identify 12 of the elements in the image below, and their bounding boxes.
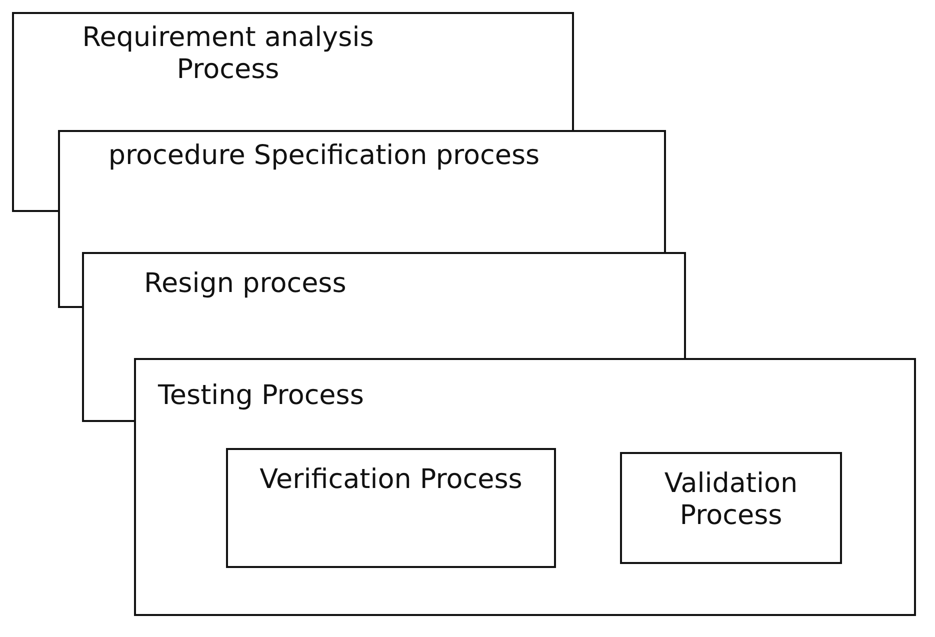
process-box xyxy=(12,12,574,130)
box-label: Testing Process xyxy=(158,380,365,412)
box-label: Resign process xyxy=(144,268,348,300)
process-box xyxy=(226,448,556,568)
process-box xyxy=(620,452,842,564)
process-box xyxy=(58,130,666,252)
box-label: Validation Process xyxy=(663,468,799,533)
box-label: Verification Process xyxy=(258,464,524,496)
box-label: procedure Specification process xyxy=(107,140,541,172)
process-box xyxy=(82,252,686,358)
process-box xyxy=(134,358,916,616)
box-label: Requirement analysis Process xyxy=(81,22,375,87)
